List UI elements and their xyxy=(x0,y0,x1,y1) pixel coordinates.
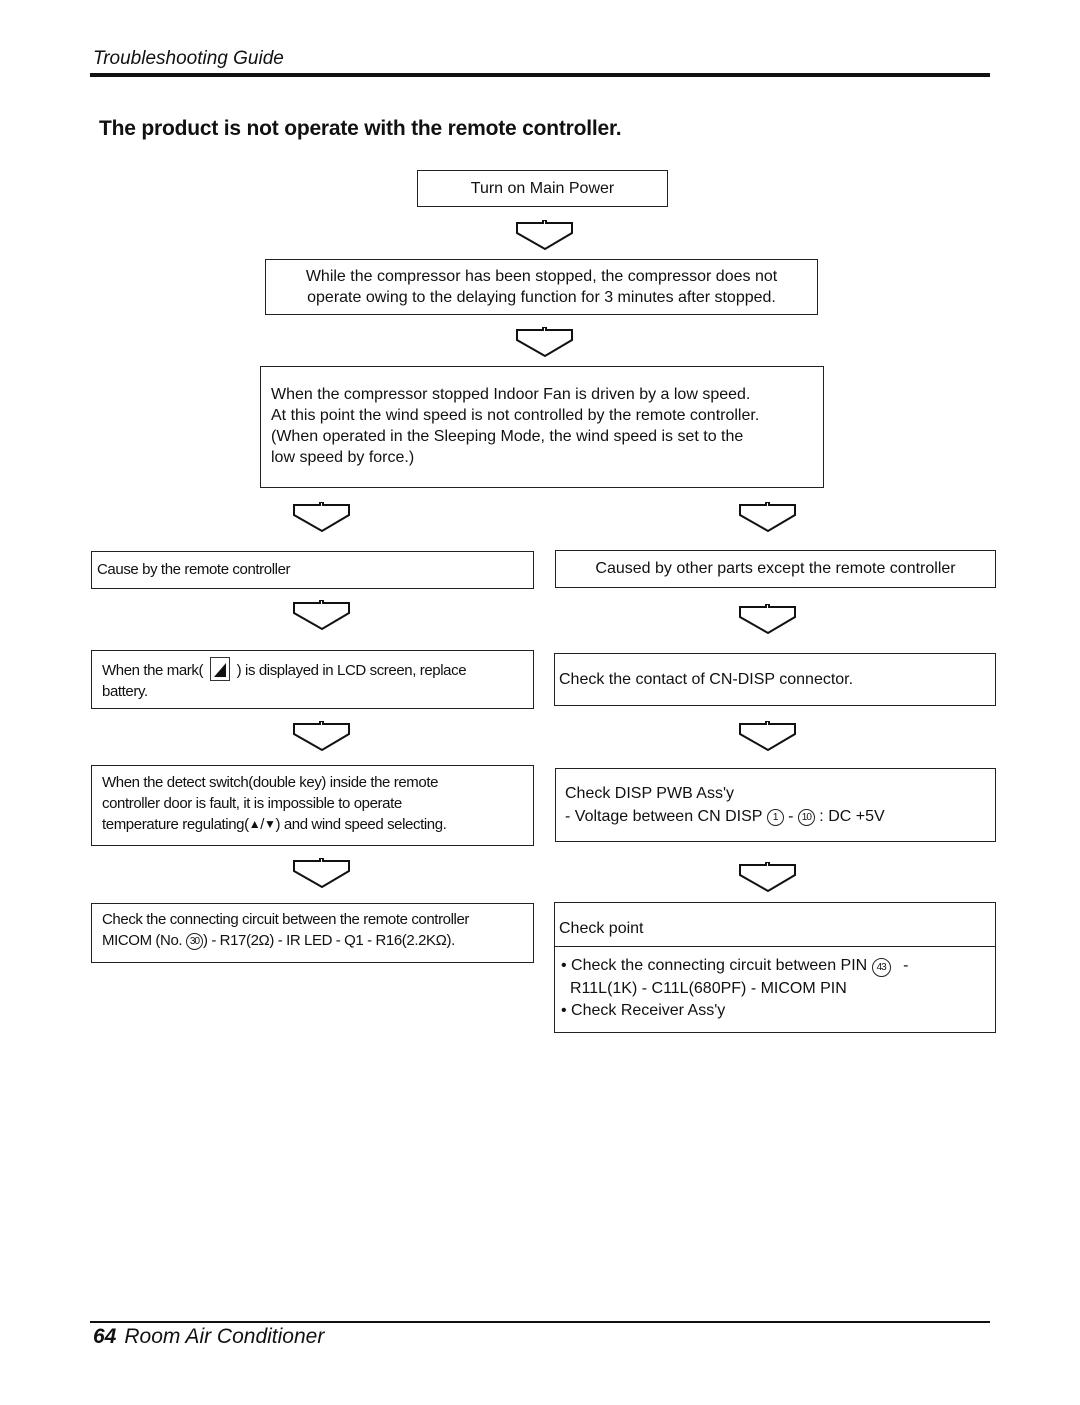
page-title: The product is not operate with the remo… xyxy=(99,117,622,140)
battery-check-box: When the mark( ) is displayed in LCD scr… xyxy=(91,650,534,709)
left-cause-box: Cause by the remote controller xyxy=(91,551,534,589)
detect-text: When the detect switch(double key) insid… xyxy=(102,774,439,791)
down-arrow-icon xyxy=(292,721,352,753)
section-header: Troubleshooting Guide xyxy=(93,48,284,69)
pwb-text: Check DISP PWB Ass'y xyxy=(565,785,735,802)
pin-number-badge: 10 xyxy=(797,809,815,826)
flow-step-text: At this point the wind speed is not cont… xyxy=(271,407,760,424)
down-arrow-icon xyxy=(515,327,575,359)
footer: 64 Room Air Conditioner xyxy=(93,1325,324,1349)
circuit-check-box: Check the connecting circuit between the… xyxy=(91,903,534,963)
down-arrow-icon xyxy=(738,604,798,636)
pin-number-badge: 30 xyxy=(185,933,203,950)
battery-text: battery. xyxy=(102,683,148,700)
down-triangle-icon: ▼ xyxy=(263,817,276,831)
flow-step-text: (When operated in the Sleeping Mode, the… xyxy=(271,428,744,445)
detect-text: ) and wind speed selecting. xyxy=(275,816,447,833)
flow-step-text: While the compressor has been stopped, t… xyxy=(305,268,778,285)
down-arrow-icon xyxy=(515,220,575,252)
detect-text: controller door is fault, it is impossib… xyxy=(102,795,402,812)
checkpoint-title: Check point xyxy=(555,903,995,947)
right-cause-text: Caused by other parts except the remote … xyxy=(595,560,956,577)
checkpoint-item: • Check the connecting circuit between P… xyxy=(561,957,868,974)
down-arrow-icon xyxy=(292,858,352,890)
contact-text: Check the contact of CN-DISP connector. xyxy=(559,671,854,688)
flow-step-text: operate owing to the delaying function f… xyxy=(307,289,776,306)
cn-disp-contact-box: Check the contact of CN-DISP connector. xyxy=(554,653,996,706)
down-arrow-icon xyxy=(738,502,798,534)
checkpoint-item: - xyxy=(903,957,909,974)
detect-text: temperature regulating( xyxy=(102,816,249,833)
flow-step-text: When the compressor stopped Indoor Fan i… xyxy=(271,386,751,403)
pwb-text: - xyxy=(788,808,794,825)
header-rule xyxy=(90,73,990,77)
pwb-text: - Voltage between CN DISP xyxy=(565,808,763,825)
doc-title: Room Air Conditioner xyxy=(124,1325,325,1348)
flow-step-text: Turn on Main Power xyxy=(470,180,615,197)
checkpoint-item: • Check Receiver Ass'y xyxy=(561,1002,726,1019)
detect-switch-box: When the detect switch(double key) insid… xyxy=(91,765,534,846)
left-cause-text: Cause by the remote controller xyxy=(97,561,291,578)
disp-pwb-box: Check DISP PWB Ass'y - Voltage between C… xyxy=(555,768,996,842)
footer-rule xyxy=(90,1321,990,1323)
flow-step-turn-on-power: Turn on Main Power xyxy=(417,170,668,207)
down-arrow-icon xyxy=(292,502,352,534)
checkpoint-box: Check point • Check the connecting circu… xyxy=(554,902,996,1033)
pin-number-badge: 1 xyxy=(766,809,784,826)
battery-text: ) is displayed in LCD screen, replace xyxy=(236,662,467,679)
down-arrow-icon xyxy=(738,862,798,894)
flow-step-delay-function: While the compressor has been stopped, t… xyxy=(265,259,818,315)
pwb-text: : DC +5V xyxy=(819,808,885,825)
page-number: 64 xyxy=(93,1325,117,1348)
down-arrow-icon xyxy=(738,721,798,753)
up-triangle-icon: ▲ xyxy=(248,817,261,831)
pin-number-badge: 43 xyxy=(871,958,891,977)
circuit-text: ) - R17(2Ω) - IR LED - Q1 - R16(2.2KΩ). xyxy=(202,932,455,949)
checkpoint-item: R11L(1K) - C11L(680PF) - MICOM PIN xyxy=(570,980,847,997)
circuit-text: Check the connecting circuit between the… xyxy=(102,911,470,928)
battery-text: When the mark( xyxy=(102,662,204,679)
circuit-text: MICOM (No. xyxy=(102,932,183,949)
flow-step-indoor-fan: When the compressor stopped Indoor Fan i… xyxy=(260,366,824,488)
down-arrow-icon xyxy=(292,600,352,632)
battery-mark-icon xyxy=(209,657,230,681)
flow-step-text: low speed by force.) xyxy=(271,449,415,466)
detect-text: / xyxy=(260,816,264,833)
right-cause-box: Caused by other parts except the remote … xyxy=(555,550,996,588)
